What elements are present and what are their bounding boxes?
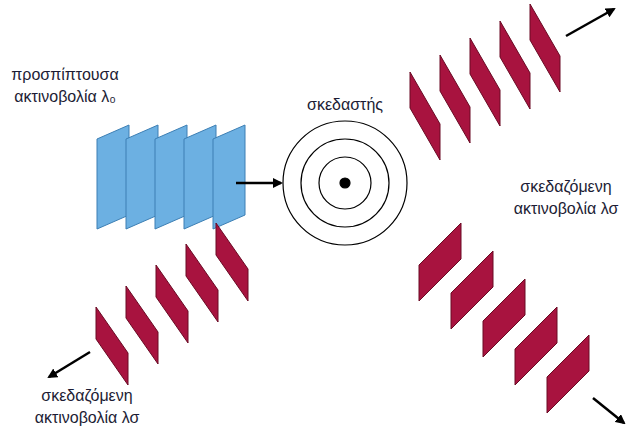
direction-arrow: [566, 9, 614, 36]
scattered-wave: [419, 223, 589, 413]
ring: [319, 157, 371, 209]
wave-front: [500, 21, 530, 109]
scattered-wave: [410, 4, 560, 160]
wave-front: [213, 125, 245, 229]
incident-radiation-label: προσπίπτουσα ακτινοβολία λ₀: [0, 64, 130, 108]
scatterer: [283, 121, 407, 245]
wave-front: [440, 55, 470, 143]
wave-front: [410, 72, 440, 160]
wave-front: [186, 244, 218, 322]
wave-front: [155, 125, 187, 229]
wave-front: [184, 125, 216, 229]
wave-front: [156, 265, 188, 343]
wave-front: [470, 38, 500, 126]
wave-front: [216, 223, 248, 301]
scatterer-label: σκεδαστής: [270, 94, 420, 116]
scattered-wave: [96, 223, 248, 385]
ring: [283, 121, 407, 245]
ring: [301, 139, 389, 227]
direction-arrow: [49, 352, 90, 377]
incident-wave: [97, 125, 245, 229]
wave-front: [530, 4, 560, 92]
scattered-radiation-label: σκεδαζόμενη ακτινοβολία λσ: [14, 385, 160, 429]
direction-arrow: [236, 182, 281, 185]
wave-front: [547, 335, 589, 413]
scatterer-dot: [340, 178, 350, 188]
wave-front: [126, 286, 158, 364]
scattered-radiation-label: σκεδαζόμενη ακτινοβολία λσ: [494, 176, 638, 220]
wave-front: [96, 307, 128, 385]
direction-arrow: [593, 398, 624, 423]
wave-front: [126, 125, 158, 229]
wave-front: [97, 125, 129, 229]
